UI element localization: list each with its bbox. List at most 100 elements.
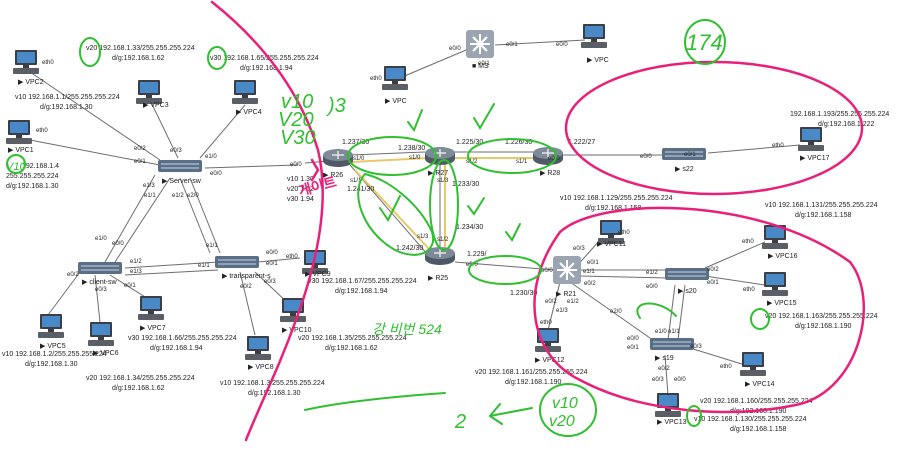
ip-label: d/g:192.168.1.30 bbox=[25, 361, 78, 368]
multilayer-switch-icon[interactable] bbox=[465, 29, 495, 59]
port-label: e0/1 bbox=[266, 261, 278, 267]
pc-icon[interactable] bbox=[581, 24, 607, 48]
node-name: ▶ VPC7 bbox=[140, 325, 166, 332]
node-name: ▶ client-sw bbox=[82, 279, 118, 286]
link bbox=[349, 164, 429, 256]
pc-icon[interactable] bbox=[382, 66, 408, 90]
pc-icon[interactable] bbox=[232, 80, 258, 104]
node-name: ▶ VPC6 bbox=[93, 350, 119, 357]
node-name: ▶ R26 bbox=[323, 172, 343, 179]
link bbox=[704, 275, 766, 286]
port-label: e1/3 bbox=[143, 183, 155, 189]
node-name: ▶ VPC4 bbox=[236, 109, 262, 116]
port-label: eth0 bbox=[286, 254, 298, 260]
port-label: e1/2 bbox=[172, 193, 184, 199]
ip-label: d/g:192.168.1.30 bbox=[40, 104, 93, 111]
pc-icon[interactable] bbox=[138, 296, 164, 320]
port-label: s1/1 bbox=[516, 159, 528, 165]
green-circle bbox=[750, 308, 770, 330]
pc-icon[interactable] bbox=[798, 127, 824, 151]
port-label: e0/3 bbox=[652, 377, 664, 383]
link bbox=[29, 71, 161, 161]
green-circle bbox=[468, 255, 542, 285]
green-circle bbox=[539, 383, 597, 437]
port-label: e0/3 bbox=[170, 148, 182, 154]
pc-icon[interactable] bbox=[88, 322, 114, 346]
switch-icon[interactable] bbox=[665, 268, 709, 280]
link bbox=[704, 241, 766, 269]
node-name: ▶ VPC1 bbox=[8, 147, 34, 154]
port-label: s1/0 bbox=[353, 156, 365, 162]
port-label: e2/0 bbox=[187, 193, 199, 199]
pc-icon[interactable] bbox=[13, 50, 39, 74]
pink-annotation-curve bbox=[210, 0, 324, 442]
port-label: eth0 bbox=[370, 76, 382, 82]
ip-label: v20 192.168.1.161/255.255.255.224 bbox=[475, 369, 588, 376]
switch-icon[interactable] bbox=[158, 160, 202, 172]
port-label: e0/2 bbox=[240, 284, 252, 290]
port-label: e1/0 bbox=[95, 236, 107, 242]
port-label: eth0 bbox=[742, 239, 754, 245]
green-circle bbox=[79, 37, 101, 67]
pc-icon[interactable] bbox=[762, 272, 788, 296]
port-label: e0/3 bbox=[573, 246, 585, 252]
green-circle bbox=[429, 159, 459, 251]
green-arrow bbox=[489, 403, 533, 425]
wan-address: 1.226/30 bbox=[505, 139, 532, 146]
ip-label: 255.255.255.224 bbox=[6, 173, 59, 180]
port-label: eth0 bbox=[720, 364, 732, 370]
handwritten-note: V20 bbox=[278, 109, 314, 131]
port-label: e0/0 bbox=[627, 336, 639, 342]
port-label: e0/2 bbox=[707, 267, 719, 273]
switch-icon[interactable] bbox=[78, 262, 122, 274]
handwritten-note: 174 bbox=[686, 30, 723, 55]
pc-icon[interactable] bbox=[38, 314, 64, 338]
handwritten-note: )3 bbox=[326, 95, 346, 117]
handwritten-note: 강 비번 524 bbox=[372, 321, 442, 337]
pc-icon[interactable] bbox=[245, 336, 271, 360]
port-label: e0/0 bbox=[449, 46, 461, 52]
multilayer-switch-icon[interactable] bbox=[552, 255, 582, 285]
pc-icon[interactable] bbox=[6, 120, 32, 144]
port-label: s1/1 bbox=[350, 178, 362, 184]
green-checkmark bbox=[473, 103, 495, 130]
link bbox=[569, 281, 661, 346]
port-label: e0/2 bbox=[658, 366, 670, 372]
pc-icon[interactable] bbox=[136, 80, 162, 104]
link bbox=[494, 39, 586, 46]
port-label: e2/0 bbox=[610, 309, 622, 315]
node-name: ▶ VPC13 bbox=[657, 419, 687, 426]
green-circle bbox=[684, 19, 726, 65]
port-label: e1/3 bbox=[556, 308, 568, 314]
pc-icon[interactable] bbox=[740, 352, 766, 376]
pink-annotation-hook bbox=[310, 158, 320, 182]
link bbox=[394, 44, 479, 81]
ip-label: d/g:192.168.1.62 bbox=[112, 385, 165, 392]
ip-label: d/g:192.168.1.158 bbox=[730, 426, 787, 433]
handwritten-note: v10 bbox=[281, 91, 313, 113]
green-circle bbox=[6, 154, 26, 174]
port-label: e1/2 bbox=[130, 259, 142, 265]
link bbox=[239, 271, 256, 336]
link bbox=[179, 177, 211, 254]
wan-address: 1.233/30 bbox=[452, 181, 479, 188]
ip-label: d/g:192.168.1.190 bbox=[795, 323, 852, 330]
ip-label: d/g:192.168.1.30 bbox=[248, 390, 301, 397]
node-name: ▶ R25 bbox=[428, 275, 448, 282]
ip-label: d/g:192.168.1.62 bbox=[112, 55, 165, 62]
link bbox=[149, 99, 179, 159]
green-checkmark bbox=[407, 109, 423, 133]
ip-label: v30 1.94 bbox=[287, 196, 314, 203]
link bbox=[257, 257, 301, 263]
ip-label: v30 192.168.1.67/255.255.255.224 bbox=[308, 278, 417, 285]
port-label: eth0 bbox=[42, 60, 54, 66]
switch-icon[interactable] bbox=[650, 338, 694, 350]
port-label: e0/1 bbox=[587, 260, 599, 266]
port-label: e1/0 bbox=[655, 329, 667, 335]
ip-label: d/g:192.168.1.158 bbox=[585, 205, 642, 212]
wan-address: 1.242/30 bbox=[396, 245, 423, 252]
switch-icon[interactable] bbox=[215, 256, 259, 268]
wan-address: 1.222/27 bbox=[568, 139, 595, 146]
port-label: e0/1 bbox=[684, 152, 696, 158]
